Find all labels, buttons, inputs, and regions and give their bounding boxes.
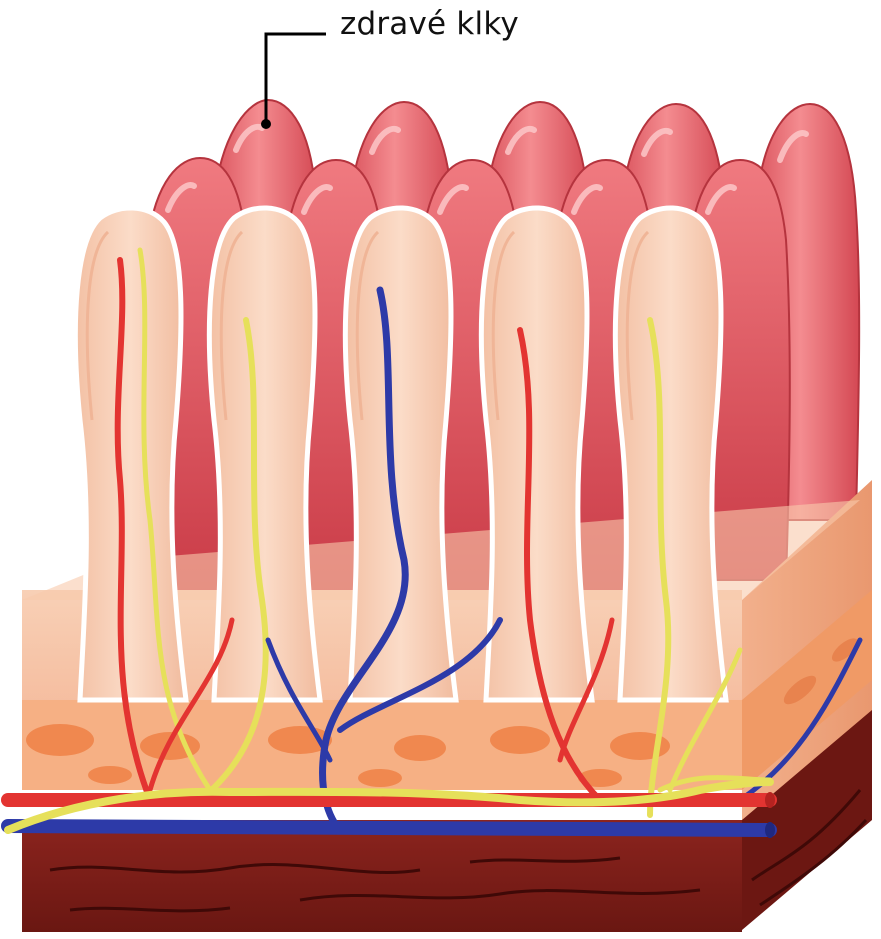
villus-front — [345, 208, 456, 700]
villi-label: zdravé klky — [340, 6, 519, 42]
main-vein — [8, 826, 770, 830]
villus-front — [75, 208, 186, 700]
front-villi-row — [75, 208, 726, 700]
leader-dot — [261, 119, 271, 129]
muscle-layer — [22, 820, 742, 932]
